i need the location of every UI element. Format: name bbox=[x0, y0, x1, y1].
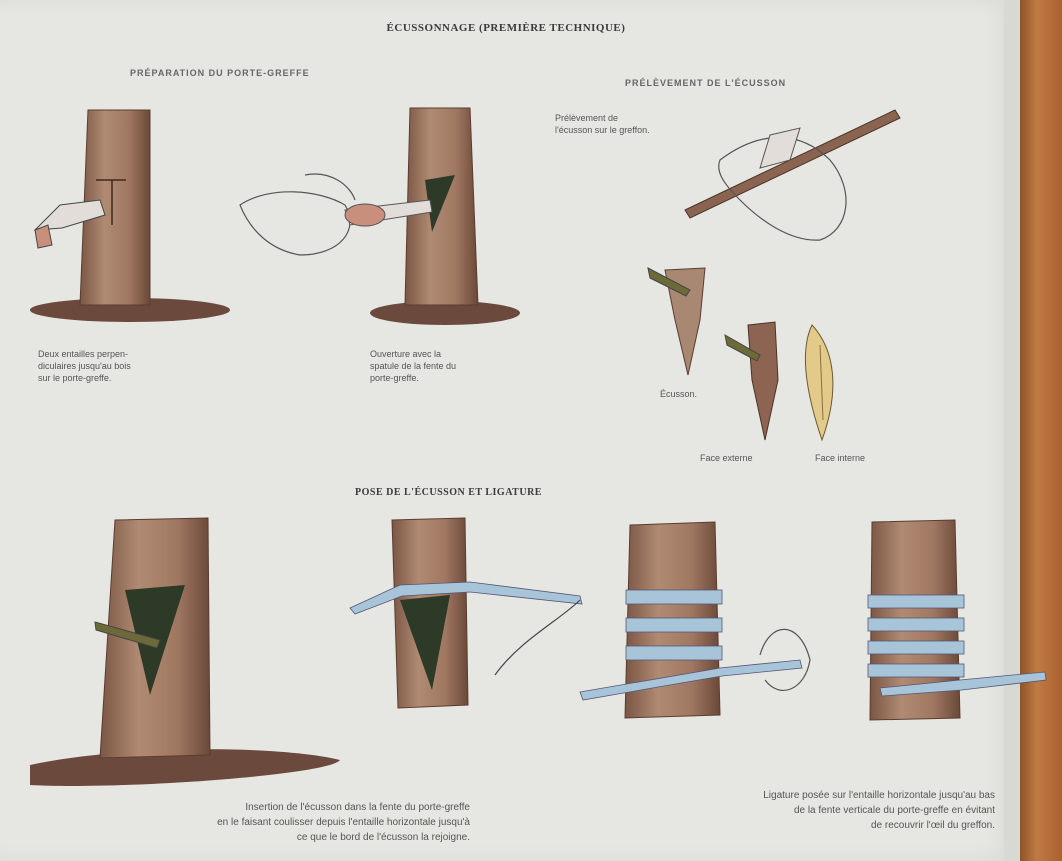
section-pose-title: POSE DE L'ÉCUSSON ET LIGATURE bbox=[355, 487, 542, 498]
shield-insertion-illustration bbox=[30, 518, 340, 786]
ligature-finished-illustration bbox=[868, 520, 1046, 720]
caption-incisions: Deux entailles perpen- diculaires jusqu'… bbox=[38, 348, 238, 384]
caption-opening: Ouverture avec la spatule de la fente du… bbox=[370, 348, 570, 384]
caption-ligature: Ligature posée sur l'entaille horizontal… bbox=[575, 788, 995, 833]
page-title: ÉCUSSONNAGE (PREMIÈRE TECHNIQUE) bbox=[306, 22, 706, 34]
shield-pieces-illustration bbox=[648, 268, 833, 440]
label-external-face: Face externe bbox=[700, 452, 753, 464]
trunk-opening-illustration bbox=[240, 108, 520, 325]
section-prelevement-title: PRÉLÈVEMENT DE L'ÉCUSSON bbox=[625, 78, 786, 88]
caption-scion-cutting: Prélèvement de l'écusson sur le greffon. bbox=[555, 112, 725, 136]
label-ecusson: Écusson. bbox=[660, 388, 697, 400]
caption-insertion: Insertion de l'écusson dans la fente du … bbox=[40, 800, 470, 845]
ligature-wrapping-illustration bbox=[580, 522, 810, 718]
section-preparation-title: PRÉPARATION DU PORTE-GREFFE bbox=[130, 68, 310, 78]
ligature-start-illustration bbox=[350, 518, 582, 708]
label-internal-face: Face interne bbox=[815, 452, 865, 464]
trunk-incisions-illustration bbox=[30, 110, 230, 322]
